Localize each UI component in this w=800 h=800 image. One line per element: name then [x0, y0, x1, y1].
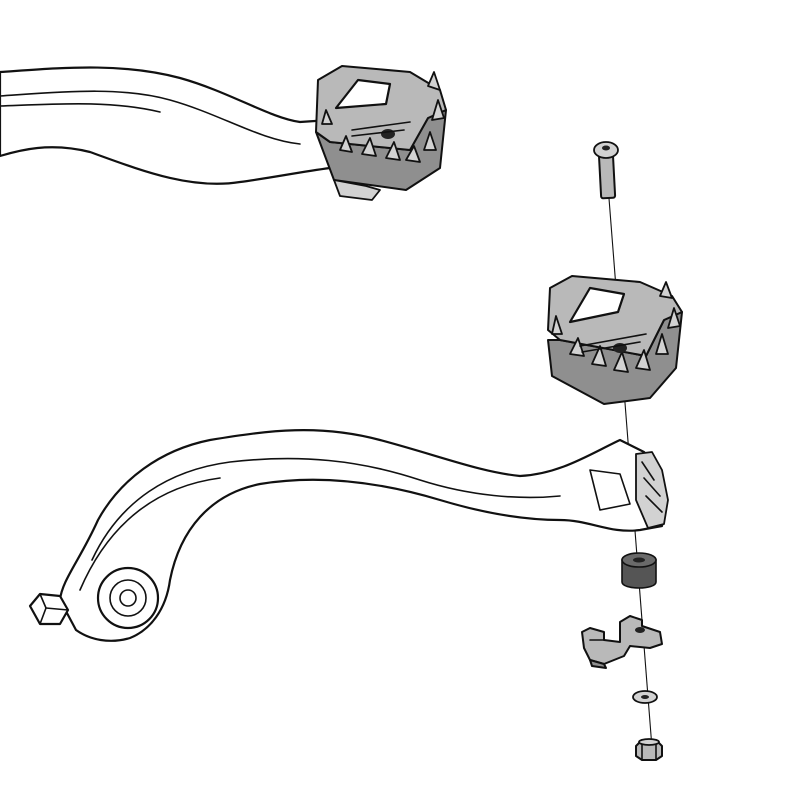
brake-lever-arm — [28, 429, 669, 642]
nut — [635, 738, 663, 761]
mounted-footpeg-on-lever — [0, 65, 447, 201]
upper-bracket — [333, 179, 381, 201]
washer — [632, 690, 658, 704]
pivot-boss — [96, 566, 160, 630]
upper-lever-arm — [0, 66, 332, 185]
mounting-bracket — [581, 615, 663, 669]
bolt — [593, 141, 619, 200]
spacer-bushing — [621, 552, 657, 589]
brake-pedal-plate — [547, 275, 683, 405]
lever-main-body — [58, 429, 668, 642]
